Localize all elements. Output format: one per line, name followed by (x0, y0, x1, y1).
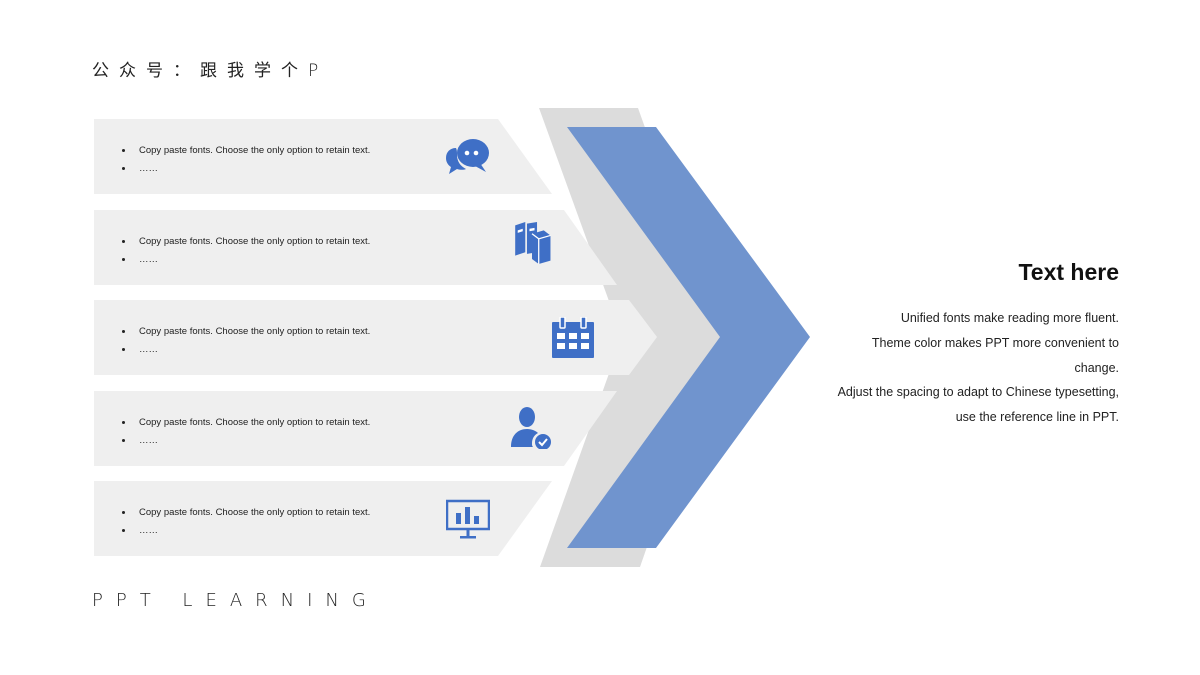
row-bullets: Copy paste fonts. Choose the only option… (122, 323, 370, 359)
books-icon (515, 222, 551, 264)
bullet-text: Copy paste fonts. Choose the only option… (122, 414, 370, 432)
bullet-text: …… (122, 160, 370, 178)
side-text-block: Text here Unified fonts make reading mor… (799, 258, 1119, 430)
bullet-text: Copy paste fonts. Choose the only option… (122, 323, 370, 341)
list-item: Copy paste fonts. Choose the only option… (94, 391, 619, 466)
monitor-chart-icon (446, 499, 490, 539)
row-background (94, 210, 617, 285)
bullet-text: …… (122, 522, 370, 540)
chat-bubbles-icon (446, 139, 489, 174)
chevron-main (567, 127, 810, 548)
side-line: use the reference line in PPT. (955, 410, 1119, 425)
bullet-text: …… (122, 432, 370, 450)
list-item: Copy paste fonts. Choose the only option… (94, 481, 554, 556)
list-item: Copy paste fonts. Choose the only option… (94, 119, 554, 194)
bullet-text: Copy paste fonts. Choose the only option… (122, 233, 370, 251)
side-title: Text here (1018, 259, 1119, 285)
bullet-text: …… (122, 251, 370, 269)
user-check-icon (511, 407, 551, 449)
list-item: Copy paste fonts. Choose the only option… (94, 300, 659, 375)
row-background (94, 481, 552, 556)
row-bullets: Copy paste fonts. Choose the only option… (122, 504, 370, 540)
row-bullets: Copy paste fonts. Choose the only option… (122, 414, 370, 450)
row-bullets: Copy paste fonts. Choose the only option… (122, 233, 370, 269)
side-line: Theme color makes PPT more convenient to (871, 335, 1119, 350)
side-paragraph: Unified fonts make reading more fluent. … (799, 306, 1119, 430)
page-header: 公众号：跟我学个P (92, 61, 329, 81)
row-bullets: Copy paste fonts. Choose the only option… (122, 142, 370, 178)
list-item: Copy paste fonts. Choose the only option… (94, 210, 619, 285)
bullet-text: Copy paste fonts. Choose the only option… (122, 504, 370, 522)
row-background (94, 119, 552, 194)
page-footer: PPT LEARNING (92, 590, 379, 611)
side-line: Adjust the spacing to adapt to Chinese t… (837, 385, 1119, 400)
bullet-text: Copy paste fonts. Choose the only option… (122, 142, 370, 160)
side-line: change. (1074, 360, 1119, 375)
row-background (94, 300, 657, 375)
row-background (94, 391, 617, 466)
side-line: Unified fonts make reading more fluent. (900, 311, 1119, 325)
bullet-text: …… (122, 341, 370, 359)
calendar-icon (552, 317, 594, 358)
